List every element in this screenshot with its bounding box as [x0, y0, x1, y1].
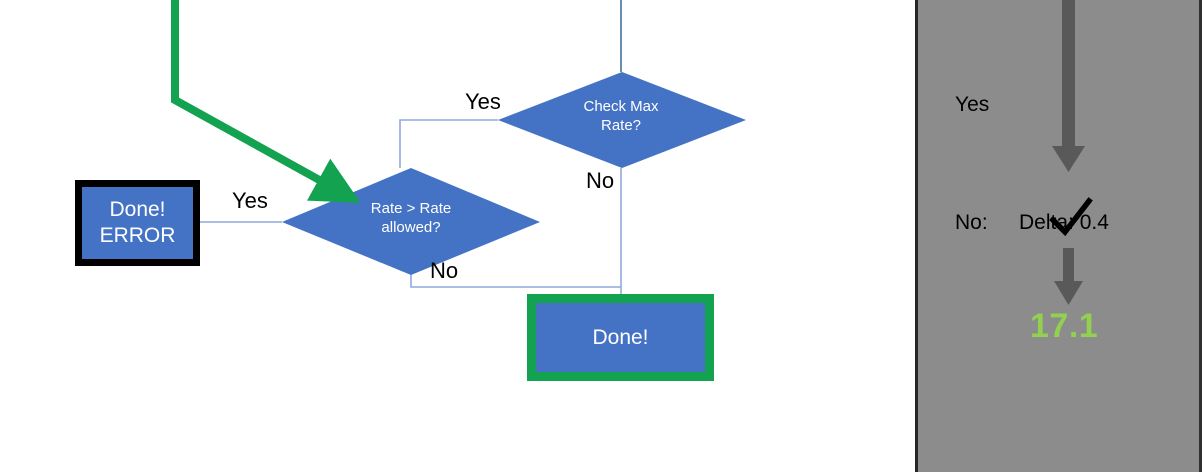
node-rate-gt-allowed — [282, 168, 540, 275]
edge-label-check-max-no: No — [586, 168, 615, 193]
side-panel: Yes No: Delta: 0.4 17.1 — [915, 0, 1202, 472]
side-panel-content: Yes No: Delta: 0.4 17.1 — [918, 0, 1199, 472]
arrow-down-short-icon — [1054, 248, 1083, 305]
node-done[interactable]: Done! — [527, 294, 714, 381]
node-done-error[interactable]: Done! ERROR — [75, 180, 200, 266]
node-done-label: Done! — [592, 325, 649, 349]
panel-yes-label: Yes — [955, 93, 990, 116]
green-highlight-path — [171, 0, 361, 203]
edge-label-check-max-yes: Yes — [465, 89, 501, 114]
edge-label-rate-gt-no: No — [430, 258, 459, 283]
checkmark-icon — [1049, 197, 1093, 237]
panel-result-value: 17.1 — [1030, 307, 1099, 345]
flowchart-canvas: Done! ERROR Rate > Rate allowed? Check M… — [75, 0, 746, 381]
flowchart-graphics — [171, 0, 746, 296]
arrow-down-long-icon — [1052, 0, 1085, 172]
panel-no-label: No: — [955, 211, 988, 234]
edge-label-rate-gt-yes: Yes — [232, 188, 268, 213]
node-check-max-rate — [498, 72, 746, 168]
connector-rate-no — [410, 275, 621, 288]
node-done-error-label: Done! ERROR — [99, 197, 176, 247]
connector-check-max-yes — [399, 119, 498, 168]
side-panel-graphics — [1052, 0, 1085, 305]
panel-delta-value: Delta: 0.4 — [1019, 211, 1109, 234]
